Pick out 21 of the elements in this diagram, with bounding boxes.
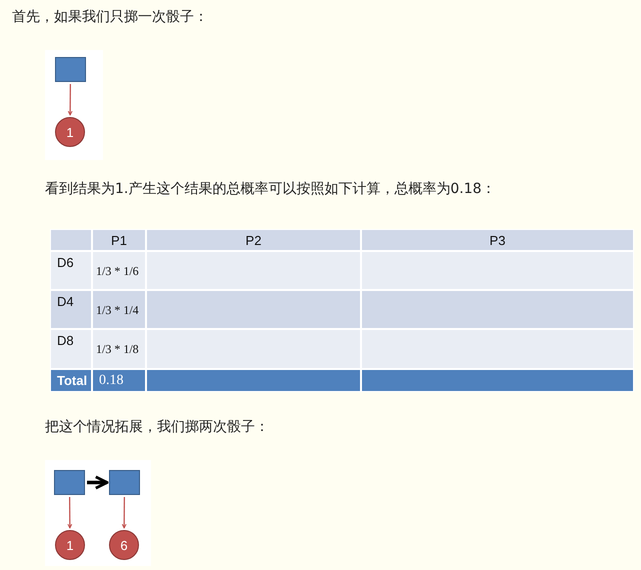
arrow: [67, 497, 72, 528]
column-header: P1: [92, 229, 146, 251]
total-value: 0.18: [92, 369, 146, 392]
row-header: D6: [50, 251, 92, 290]
paragraph-text: 首先，如果我们只掷一次骰子：: [12, 8, 208, 26]
row-header: Total: [50, 369, 92, 392]
arrow: [87, 476, 108, 490]
formula-cell: 1/3 * 1/8: [92, 329, 146, 369]
formula-cell: 1/3 * 1/6: [92, 251, 146, 290]
state-box: [109, 470, 140, 495]
state-box: [55, 57, 86, 82]
arrow: [122, 497, 127, 528]
column-header: P2: [146, 229, 361, 251]
arrow: [68, 84, 73, 116]
formula-cell: 1/3 * 1/4: [92, 290, 146, 329]
row-header: D4: [50, 290, 92, 329]
paragraph-text: 把这个情况拓展，我们掷两次骰子：: [45, 418, 269, 436]
paragraph-text: 看到结果为1.产生这个结果的总概率可以按照如下计算，总概率为0.18：: [45, 180, 496, 198]
column-header: P3: [361, 229, 634, 251]
state-box: [54, 470, 85, 495]
row-header: D8: [50, 329, 92, 369]
